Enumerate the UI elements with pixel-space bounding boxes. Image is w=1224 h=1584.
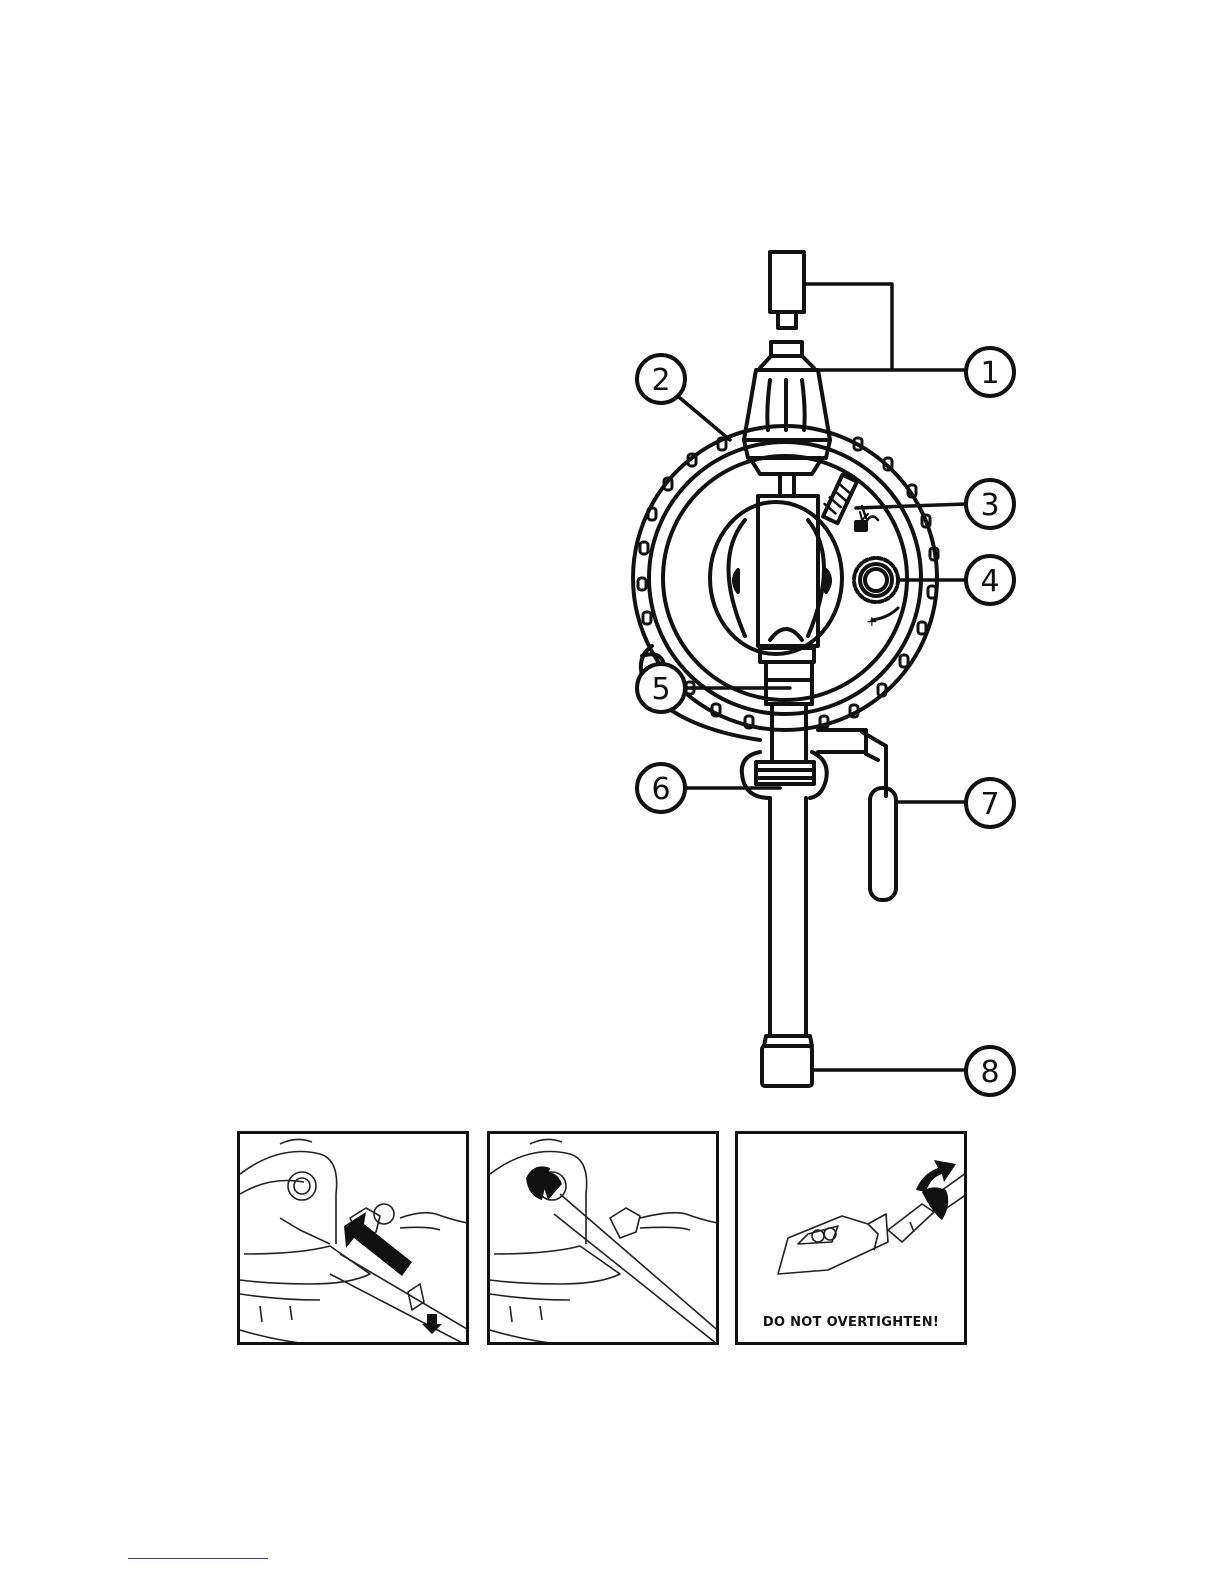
step-panel-seated bbox=[487, 1131, 719, 1345]
height-lock-lever bbox=[823, 475, 878, 530]
step-panel-insert bbox=[237, 1131, 469, 1345]
callout-1: 1 bbox=[980, 356, 999, 391]
overtighten-warning: DO NOT OVERTIGHTEN! bbox=[738, 1315, 964, 1330]
step-panel-tighten: DO NOT OVERTIGHTEN! bbox=[735, 1131, 967, 1345]
callout-7: 7 bbox=[980, 787, 999, 822]
callout-2: 2 bbox=[651, 363, 670, 398]
footer-rule bbox=[128, 1558, 268, 1559]
anti-skate-knob: + bbox=[854, 558, 898, 630]
callout-6: 6 bbox=[651, 772, 670, 807]
tonearm-diagram: + bbox=[0, 0, 1224, 1110]
callout-4: 4 bbox=[980, 564, 999, 599]
callout-8: 8 bbox=[980, 1055, 999, 1090]
unlock-icon bbox=[856, 522, 866, 530]
callout-3: 3 bbox=[980, 488, 999, 523]
rotate-arrow-icon bbox=[916, 1160, 956, 1192]
cue-lever bbox=[862, 732, 896, 900]
callout-5: 5 bbox=[651, 672, 670, 707]
counterweight-cap bbox=[770, 252, 804, 312]
svg-text:+: + bbox=[866, 614, 878, 630]
